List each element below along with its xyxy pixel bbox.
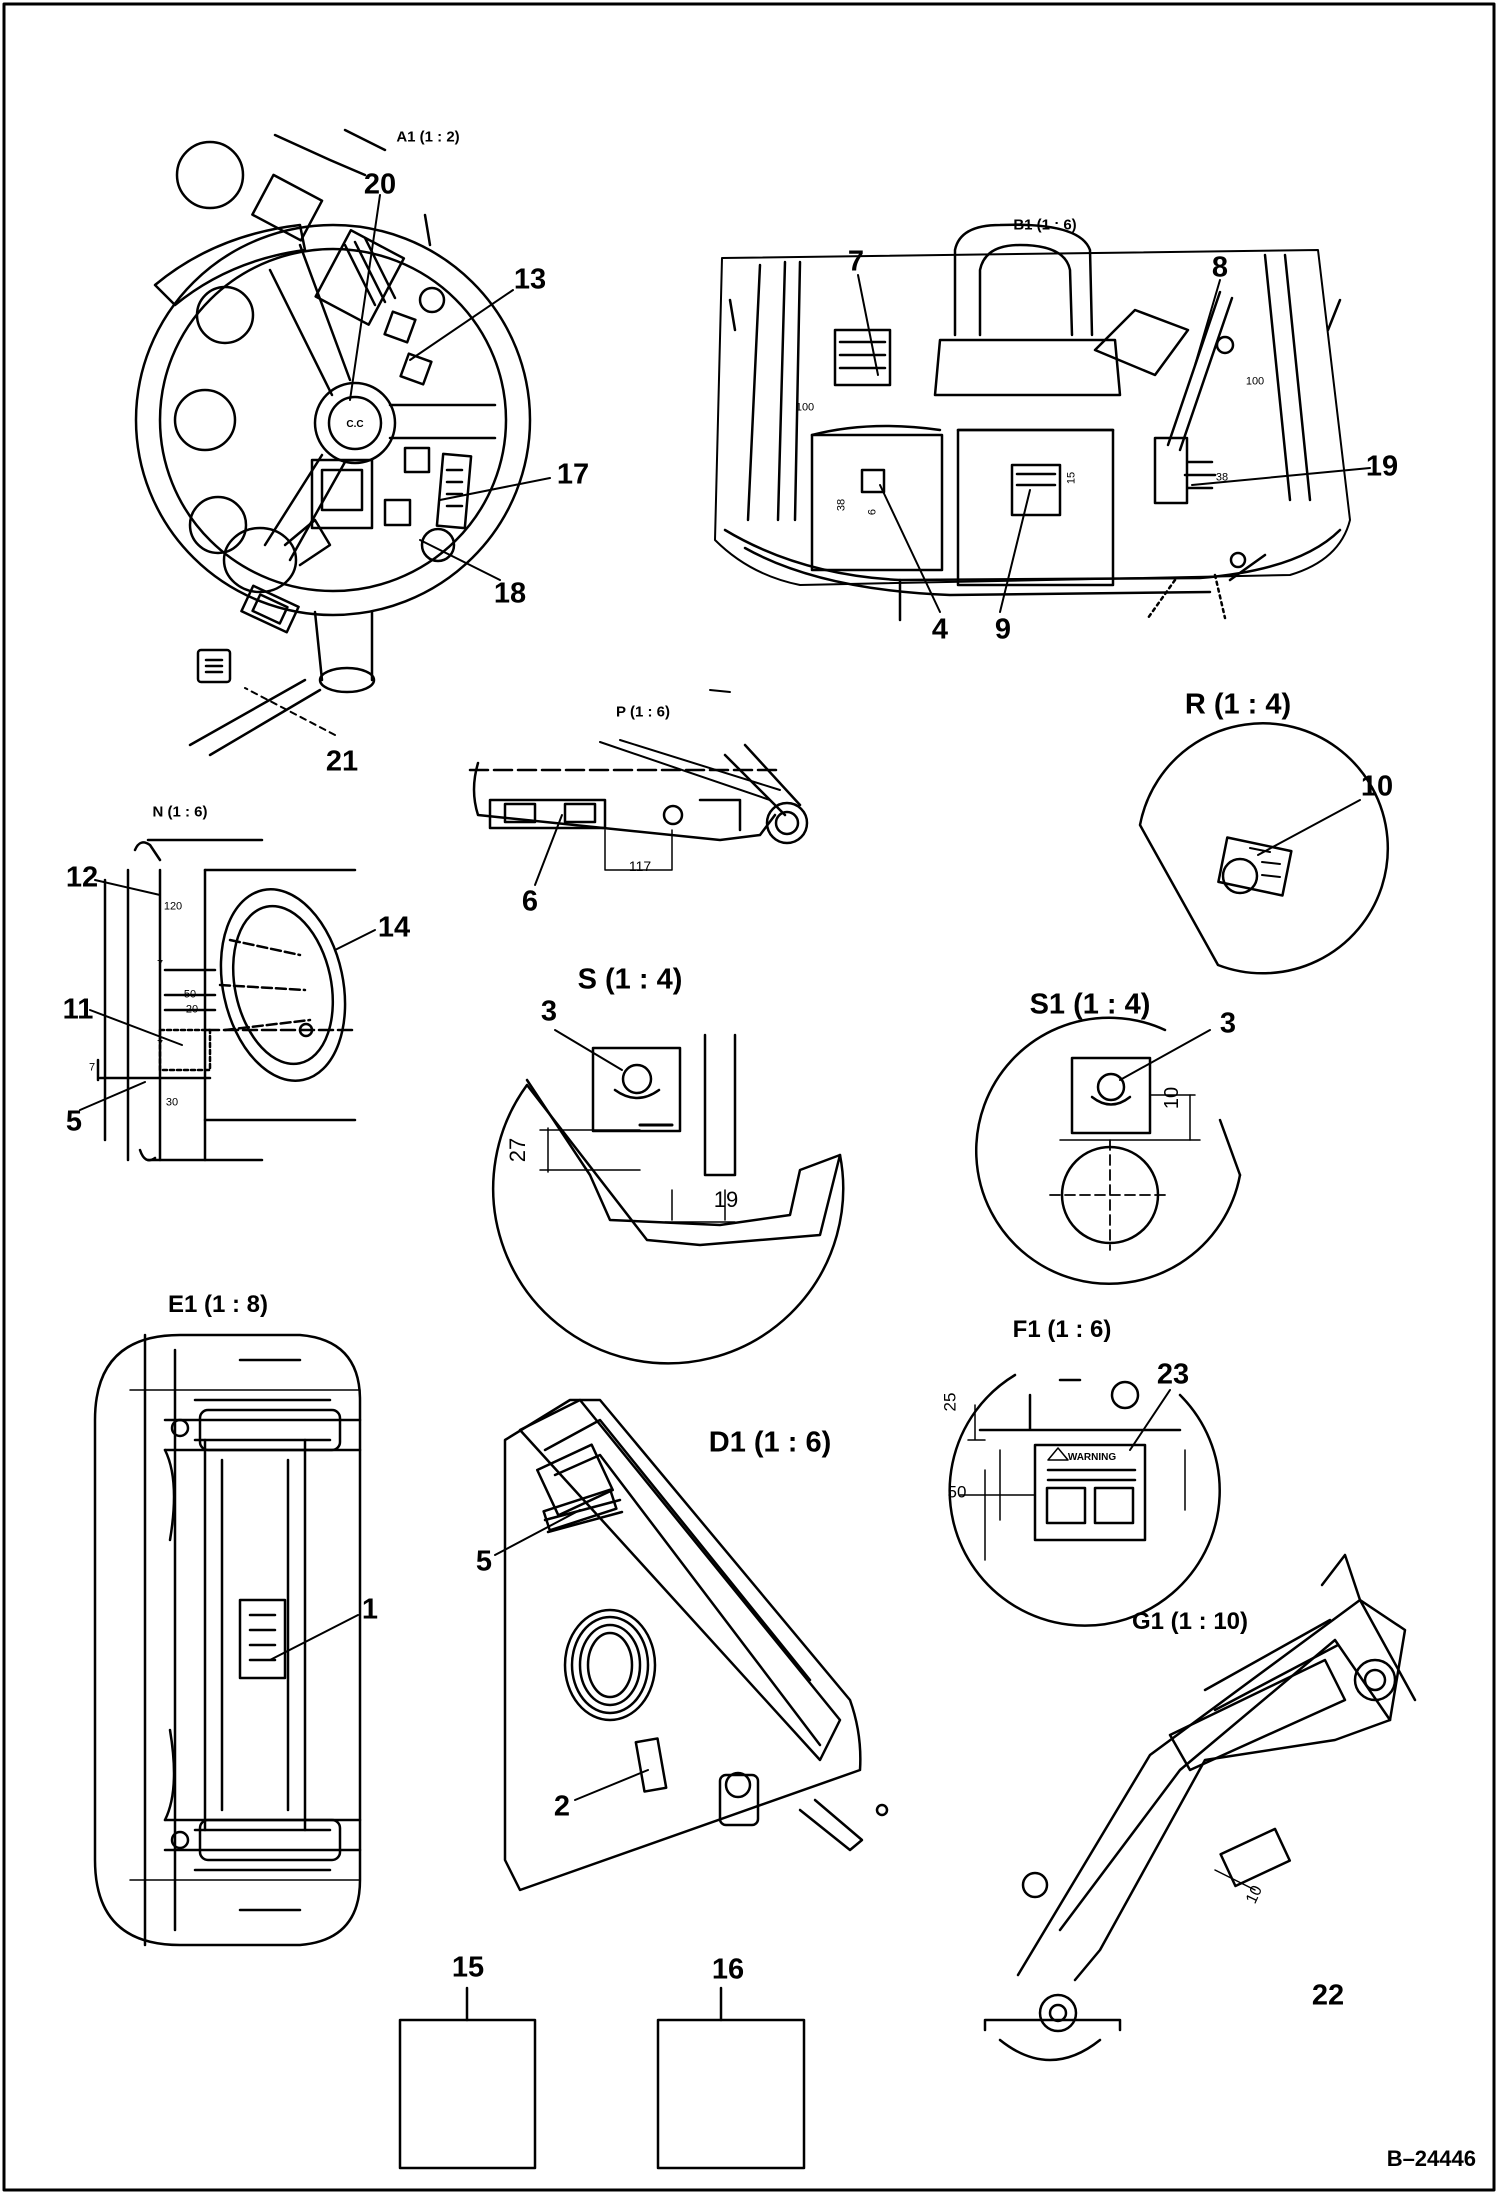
dim-n-50: 50 [183, 988, 197, 1001]
dim-b1-38b: 38 [1215, 471, 1229, 484]
view-a1-title: A1 (1 : 2) [396, 128, 460, 146]
callout-5b: 5 [475, 1545, 493, 1578]
callout-10: 10 [1360, 770, 1394, 803]
view-d1-leaders [494, 1509, 649, 1801]
view-b1-title: B1 (1 : 6) [1013, 216, 1077, 234]
callout-20: 20 [363, 168, 397, 201]
callout-4: 4 [931, 613, 949, 646]
view-f1-drawing [948, 1373, 1221, 1627]
callout-3a: 3 [540, 995, 558, 1028]
callout-23: 23 [1156, 1358, 1190, 1391]
view-n-drawing [96, 838, 357, 1162]
dim-n-120: 120 [163, 900, 183, 913]
callout-5a: 5 [65, 1105, 83, 1138]
callout-13: 13 [513, 263, 547, 296]
svg-text:C.C: C.C [346, 419, 363, 430]
view-b1-drawing [714, 223, 1351, 622]
decal-boxes [398, 1986, 806, 2170]
view-p-drawing [468, 689, 809, 871]
view-r-leaders [1257, 799, 1361, 856]
view-s-title: S (1 : 4) [577, 963, 683, 996]
dim-s-19: 19 [713, 1187, 739, 1212]
view-n-title: N (1 : 6) [152, 803, 208, 821]
view-f1-leaders [1129, 1389, 1171, 1451]
callout-12: 12 [65, 861, 99, 894]
view-e1-title: E1 (1 : 8) [167, 1291, 269, 1318]
view-p-title: P (1 : 6) [616, 703, 670, 721]
dim-b1-38a: 38 [835, 498, 848, 512]
dim-s1-10: 10 [1161, 1086, 1183, 1110]
dim-n-7b: 7 [156, 1038, 164, 1051]
view-a1-drawing: C.C [134, 128, 532, 757]
document-number: B–24446 [1386, 2146, 1476, 2171]
callout-9: 9 [994, 613, 1012, 646]
view-d1-drawing [503, 1398, 889, 1892]
callout-21: 21 [325, 745, 359, 778]
callout-18: 18 [493, 577, 527, 610]
dim-b1-6: 6 [866, 508, 879, 516]
callout-3b: 3 [1219, 1007, 1237, 1040]
view-e1-drawing [93, 1333, 362, 1947]
dim-b1-15: 15 [1065, 471, 1078, 485]
decal-16-box [656, 2018, 806, 2170]
callout-22: 22 [1311, 1979, 1345, 2012]
view-a1-leaders [244, 194, 551, 736]
warning-decal-text: WARNING [1067, 1452, 1117, 1463]
view-g1-title: G1 (1 : 10) [1131, 1608, 1249, 1635]
dim-n-30: 30 [165, 1096, 179, 1109]
callout-1: 1 [361, 1593, 379, 1626]
dim-n-7a: 7 [156, 958, 164, 971]
decal-15-box [398, 2018, 537, 2170]
callout-8: 8 [1211, 251, 1229, 284]
callout-16: 16 [711, 1953, 745, 1986]
view-d1-title: D1 (1 : 6) [708, 1426, 832, 1459]
dim-b1-100b: 100 [1245, 375, 1265, 388]
callout-14: 14 [377, 911, 411, 944]
view-s-drawing [491, 1033, 845, 1365]
view-f1-title: F1 (1 : 6) [1012, 1316, 1112, 1343]
view-r-title: R (1 : 4) [1184, 688, 1292, 721]
callout-15: 15 [451, 1951, 485, 1984]
view-p-leaders [534, 814, 563, 886]
callout-17: 17 [556, 458, 590, 491]
view-s-leaders [554, 1029, 623, 1071]
view-s1-drawing [974, 1016, 1242, 1285]
dim-f1-50: 50 [947, 1482, 967, 1502]
callout-7: 7 [847, 245, 865, 278]
view-s1-leaders [1119, 1029, 1211, 1081]
dim-f1-25: 25 [940, 1392, 960, 1412]
dim-s-27: 27 [505, 1137, 530, 1163]
view-b1-leaders [857, 274, 1371, 613]
view-r-drawing [1138, 722, 1390, 975]
view-e1-leaders [269, 1614, 359, 1661]
callout-6: 6 [521, 885, 539, 918]
callout-19: 19 [1365, 450, 1399, 483]
callout-2: 2 [553, 1790, 571, 1823]
view-g1-drawing [983, 1553, 1417, 2062]
view-s1-title: S1 (1 : 4) [1029, 988, 1151, 1021]
view-n-leaders [79, 879, 376, 1111]
callout-11: 11 [62, 993, 94, 1026]
dim-p-117: 117 [628, 858, 652, 874]
dim-n-20: 20 [185, 1003, 199, 1016]
dim-n-7c: 7 [88, 1061, 96, 1074]
dim-b1-100a: 100 [795, 401, 815, 414]
